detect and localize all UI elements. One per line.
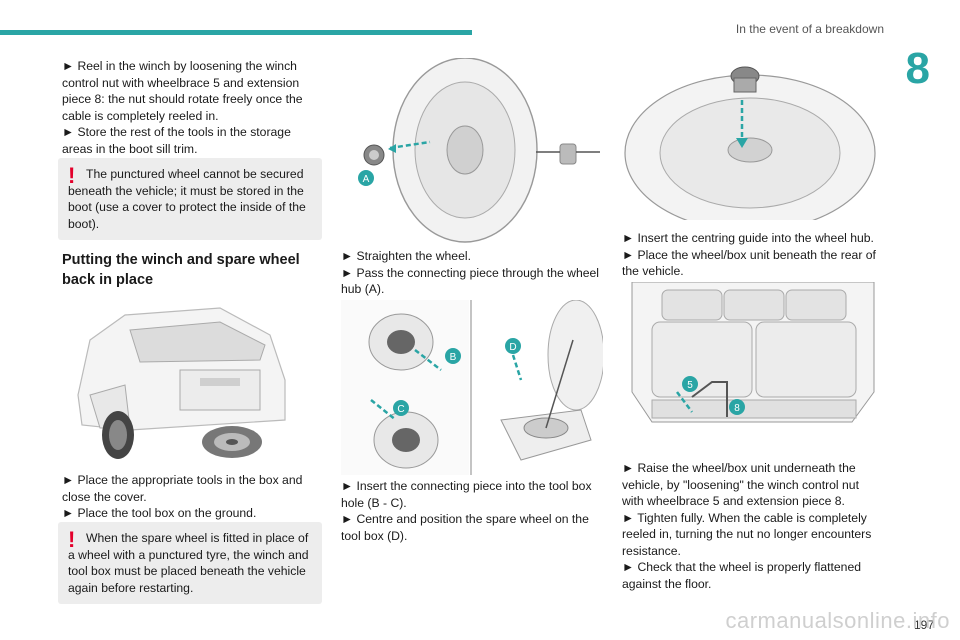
warning-box-2: ! When the spare wheel is fitted in plac… [58, 522, 322, 604]
column-1-lower: ► Place the appropriate tools in the box… [62, 472, 320, 522]
paragraph-reel-in: ► Reel in the winch by loosening the win… [62, 59, 303, 123]
paragraph-raise-unit: ► Raise the wheel/box unit underneath th… [622, 461, 859, 508]
boot-illustration: 5 8 [631, 282, 875, 423]
paragraph-place-tools: ► Place the appropriate tools in the box… [62, 473, 303, 504]
paragraph-insert-connecting: ► Insert the connecting piece into the t… [341, 479, 592, 510]
wheel-centring-illustration [624, 66, 876, 220]
paragraph-pass-connecting: ► Pass the connecting piece through the … [341, 265, 600, 297]
section-title: In the event of a breakdown [735, 22, 884, 36]
paragraph-check-wheel: ► Check that the wheel is properly flatt… [622, 560, 862, 591]
toolbox-illustration-bcd: B C D [341, 300, 603, 475]
column-2-lower: ► Insert the connecting piece into the t… [341, 478, 603, 544]
column-3-upper: ► Insert the centring guide into the whe… [622, 230, 884, 280]
column-3-lower: ► Raise the wheel/box unit underneath th… [622, 460, 884, 592]
warning-box-1: ! The punctured wheel cannot be secured … [58, 158, 322, 240]
chapter-number: 8 [905, 44, 930, 93]
callout-c: C [397, 404, 404, 415]
paragraph-store-tools: ► Store the rest of the tools in the sto… [62, 125, 291, 156]
callout-5: 5 [687, 380, 693, 391]
paragraph-centre-wheel: ► Centre and position the spare wheel on… [341, 512, 589, 543]
callout-d: D [509, 342, 516, 353]
paragraph-insert-centring: ► Insert the centring guide into the whe… [622, 231, 874, 245]
paragraph-place-unit: ► Place the wheel/box unit beneath the r… [622, 247, 876, 279]
header-accent-bar [0, 30, 472, 35]
warning-text-2: When the spare wheel is fitted in place … [68, 531, 309, 595]
paragraph-tool-box-ground: ► Place the tool box on the ground. [62, 506, 257, 520]
paragraph-straighten: ► Straighten the wheel. [341, 249, 471, 263]
column-2-upper: ► Straighten the wheel. ► Pass the conne… [341, 248, 603, 298]
section-heading: Putting the winch and spare wheel back i… [62, 252, 300, 288]
warning-icon: ! [68, 163, 76, 188]
section-heading-wrap: Putting the winch and spare wheel back i… [62, 250, 320, 290]
warning-icon: ! [68, 527, 76, 552]
wheel-illustration-a: A [358, 58, 600, 243]
callout-b: B [450, 352, 457, 363]
car-rear-illustration [77, 307, 286, 459]
watermark: carmanualsonline.info [725, 608, 950, 633]
callout-a: A [363, 174, 370, 185]
warning-text-1: The punctured wheel cannot be secured be… [68, 167, 306, 231]
callout-8: 8 [734, 403, 740, 414]
paragraph-tighten: ► Tighten fully. When the cable is compl… [622, 510, 872, 558]
page-number: 197 [913, 618, 934, 632]
column-1: ► Reel in the winch by loosening the win… [62, 58, 320, 157]
